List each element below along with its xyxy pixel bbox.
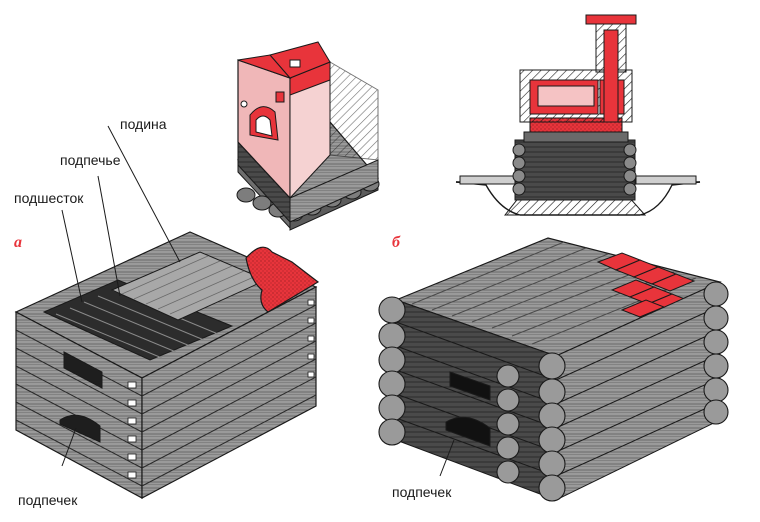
panel-b-letter: б <box>392 234 400 251</box>
label-podina: подина <box>120 116 167 132</box>
panel-a-frame <box>14 125 320 500</box>
label-podpechek-a: подпечек <box>18 492 78 508</box>
panel-b-log-crib <box>378 237 729 502</box>
panel-a-letter: а <box>14 234 22 251</box>
label-podshestok: подшесток <box>14 190 84 206</box>
label-podpechek-b: подпечек <box>392 484 452 500</box>
stove-cross-section <box>455 14 701 216</box>
stove-isometric-small <box>236 41 380 231</box>
label-podpechye: подпечье <box>60 152 121 168</box>
